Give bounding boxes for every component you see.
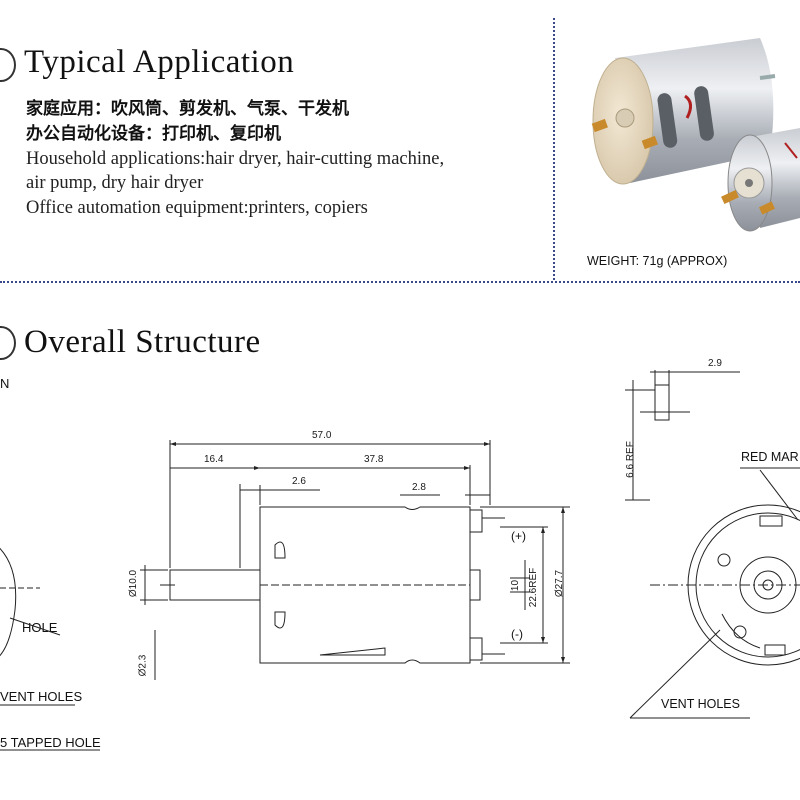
- dim-2-6: 2.6: [292, 476, 306, 487]
- application-section: Typical Application 家庭应用：吹风筒、剪发机、气泵、干发机 …: [0, 0, 800, 285]
- dim-shaft-diameter: Ø10.0: [128, 569, 140, 598]
- terminal-minus-label: (-): [511, 627, 523, 641]
- terminal-plus-label: (+): [511, 529, 526, 543]
- dim-2-9: 2.9: [708, 358, 722, 369]
- left-label-tapped-hole: 5 TAPPED HOLE: [0, 735, 101, 750]
- dim-2-3: Ø2.3: [137, 654, 149, 677]
- motor-body-outline: [259, 506, 471, 664]
- dim-16-4: 16.4: [204, 454, 224, 465]
- dim-2-8: 2.8: [412, 482, 426, 493]
- dim-37-8: 37.8: [364, 454, 384, 465]
- dim-6-6-ref: 6.6 REF: [624, 441, 636, 478]
- end-view-vent-holes-label: VENT HOLES: [661, 697, 740, 711]
- vertical-divider: [553, 18, 555, 280]
- application-en-line1: Household applications:hair dryer, hair-…: [26, 149, 445, 169]
- left-partial-circle: [0, 547, 17, 657]
- motor-photo: [591, 38, 800, 232]
- left-label-vent-holes: VENT HOLES: [0, 689, 83, 704]
- horizontal-divider: [0, 281, 800, 283]
- application-cn-line2: 办公自动化设备：打印机、复印机: [26, 124, 281, 144]
- motor-weight: WEIGHT: 71g (APPROX): [587, 254, 728, 268]
- left-label-n: N: [0, 376, 10, 391]
- application-title: Typical Application: [24, 44, 295, 80]
- application-cn-line1: 家庭应用：吹风筒、剪发机、气泵、干发机: [26, 99, 349, 119]
- dim-22-6-ref: 22.6REF: [528, 567, 540, 608]
- dim-10: 10: [510, 579, 522, 592]
- application-en-line2: air pump, dry hair dryer: [26, 173, 204, 193]
- red-mark-label: RED MAR: [741, 450, 799, 464]
- structure-title: Overall Structure: [24, 324, 261, 360]
- dim-27-7: Ø27.7: [554, 569, 566, 598]
- structure-section: Overall Structure N HOLE VENT HOLES 5 TA…: [0, 284, 800, 800]
- dim-overall-length: 57.0: [312, 430, 332, 441]
- application-en-line3: Office automation equipment:printers, co…: [26, 198, 368, 218]
